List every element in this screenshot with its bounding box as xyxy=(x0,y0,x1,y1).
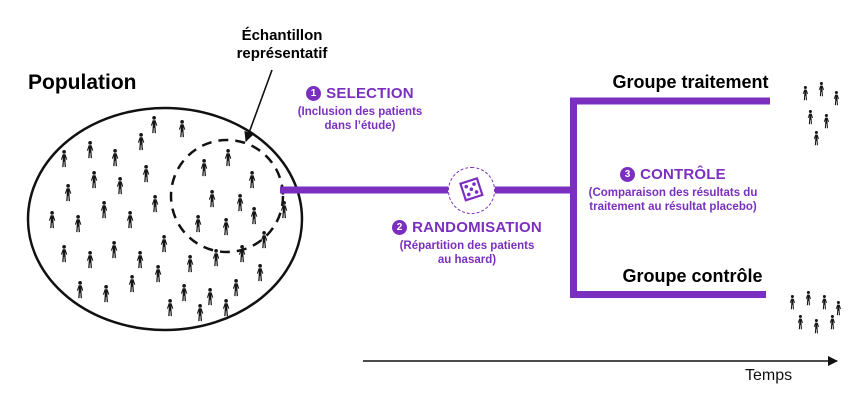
person-icon xyxy=(818,82,825,97)
dice-icon: ⚄ xyxy=(448,167,495,214)
step-randomisation-title-row: 2 RANDOMISATION xyxy=(387,219,547,236)
dice-glyph: ⚄ xyxy=(455,172,488,209)
person-icon xyxy=(194,215,202,233)
sample-pointer-arrow xyxy=(244,69,273,142)
person-icon xyxy=(222,218,230,236)
treatment-group-label: Groupe traitement xyxy=(612,72,769,92)
person-icon xyxy=(835,301,842,316)
person-icon xyxy=(797,315,804,330)
sample-label-line1: Échantillon xyxy=(241,27,323,44)
step-selection-subtitle: (Inclusion des patients dans l’étude) xyxy=(284,105,436,134)
step-selection-title-row: 1 SELECTION xyxy=(284,85,436,102)
person-icon xyxy=(236,194,244,212)
step-controle-subtitle-line1: (Comparaison des résultats du xyxy=(588,187,758,199)
person-icon xyxy=(186,255,194,273)
person-icon xyxy=(206,288,214,306)
person-icon xyxy=(136,251,144,269)
person-icon xyxy=(90,171,98,189)
flow-branch-bracket xyxy=(570,97,770,298)
step-1-badge: 1 xyxy=(306,86,322,101)
person-icon xyxy=(151,195,159,213)
person-icon xyxy=(200,159,208,177)
person-icon xyxy=(224,149,232,167)
sample-label: Échantillon représentatif xyxy=(207,27,357,63)
person-icon xyxy=(789,295,796,310)
step-controle-subtitle: (Comparaison des résultats du traitement… xyxy=(578,186,768,215)
person-icon xyxy=(111,149,119,167)
step-3-badge: 3 xyxy=(620,167,636,182)
person-icon xyxy=(829,315,836,330)
person-icon xyxy=(76,281,84,299)
sample-label-line2: représentatif xyxy=(236,45,328,62)
person-icon xyxy=(178,120,186,138)
person-icon xyxy=(142,165,150,183)
person-icon xyxy=(248,171,256,189)
population-ellipse xyxy=(26,106,304,332)
person-icon xyxy=(813,319,820,334)
person-icon xyxy=(86,251,94,269)
person-icon xyxy=(48,211,56,229)
person-icon xyxy=(802,86,809,101)
person-icon xyxy=(260,231,268,249)
person-icon xyxy=(64,184,72,202)
time-axis-label: Temps xyxy=(745,367,793,384)
step-2-badge: 2 xyxy=(392,220,408,235)
person-icon xyxy=(821,295,828,310)
step-controle-title: CONTRÔLE xyxy=(640,166,726,183)
person-icon xyxy=(154,265,162,283)
step-randomisation-title: RANDOMISATION xyxy=(412,219,542,236)
step-selection-subtitle-line2: dans l’étude) xyxy=(324,120,396,133)
person-icon xyxy=(823,114,830,129)
person-icon xyxy=(805,291,812,306)
step-randomisation-subtitle-line2: au hasard) xyxy=(437,254,497,267)
step-selection-subtitle-line1: (Inclusion des patients xyxy=(297,106,423,118)
person-icon xyxy=(212,249,220,267)
step-selection: 1 SELECTION (Inclusion des patients dans… xyxy=(284,85,436,134)
step-randomisation-subtitle: (Répartition des patients au hasard) xyxy=(387,239,547,268)
person-icon xyxy=(250,207,258,225)
person-icon xyxy=(256,264,264,282)
person-icon xyxy=(280,201,288,219)
person-icon xyxy=(232,279,240,297)
step-controle-title-row: 3 CONTRÔLE xyxy=(578,166,768,183)
person-icon xyxy=(222,299,230,317)
person-icon xyxy=(813,131,820,146)
person-icon xyxy=(150,116,158,134)
person-icon xyxy=(238,245,246,263)
sample-dashed-circle xyxy=(169,138,285,254)
person-icon xyxy=(137,133,145,151)
person-icon xyxy=(102,285,110,303)
population-label: Population xyxy=(28,71,137,94)
person-icon xyxy=(60,150,68,168)
step-randomisation-subtitle-line1: (Répartition des patients xyxy=(399,240,535,252)
step-selection-title: SELECTION xyxy=(326,85,414,102)
person-icon xyxy=(208,190,216,208)
step-randomisation: 2 RANDOMISATION (Répartition des patient… xyxy=(387,219,547,268)
person-icon xyxy=(180,284,188,302)
person-icon xyxy=(60,245,68,263)
person-icon xyxy=(126,211,134,229)
step-controle-subtitle-line2: traitement au résultat placebo) xyxy=(589,201,757,214)
person-icon xyxy=(833,91,840,106)
person-icon xyxy=(116,177,124,195)
person-icon xyxy=(166,299,174,317)
control-group-label: Groupe contrôle xyxy=(622,266,763,286)
person-icon xyxy=(196,304,204,322)
person-icon xyxy=(807,110,814,125)
step-controle: 3 CONTRÔLE (Comparaison des résultats du… xyxy=(578,166,768,215)
person-icon xyxy=(100,201,108,219)
person-icon xyxy=(74,215,82,233)
person-icon xyxy=(86,141,94,159)
person-icon xyxy=(110,241,118,259)
person-icon xyxy=(128,275,136,293)
person-icon xyxy=(160,235,168,253)
